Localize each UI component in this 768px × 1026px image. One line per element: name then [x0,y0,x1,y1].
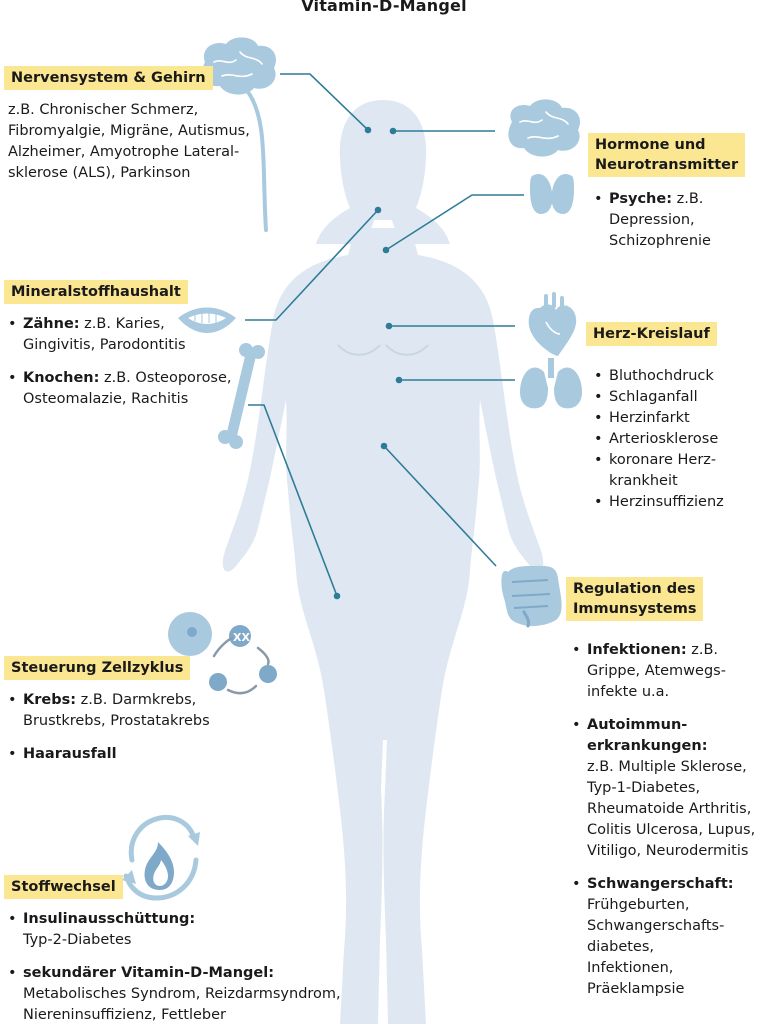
text-line: Schwangerschafts- [587,918,725,934]
immune-text: Infektionen: z.B. Grippe, Atemwegs- infe… [572,640,755,1000]
list-item: Knochen: z.B. Osteoporose, [8,368,232,389]
label-line: Immunsystems [573,601,697,617]
intestine-icon [501,565,562,628]
list-item: Herzinsuffizienz [594,492,724,513]
list-item: Haarausfall [8,744,210,765]
text-line: Grippe, Atemwegs- [587,663,726,679]
text-line: Metabolisches Syndrom, Reizdarmsyndrom, [23,986,341,1002]
label-metabolism: Stoffwechsel [4,875,123,899]
text-line: Gingivitis, Parodontitis [23,337,186,353]
list-item: koronare Herz- [594,450,724,471]
text-line: krankheit [609,473,678,489]
svg-text:XX: XX [233,631,250,644]
list-item: Arteriosklerose [594,429,724,450]
lungs-icon [520,358,582,409]
cell-cycle-icon: XX [168,612,277,695]
text-line: Rheumatoide Arthritis, [587,801,752,817]
label-nervous-system: Nervensystem & Gehirn [4,66,213,90]
text-line: erkrankungen: [587,738,708,754]
label-cell-cycle: Steuerung Zellzyklus [4,656,191,680]
text-line: z.B. Multiple Sklerose, [587,759,747,775]
text-line: z.B. Chronischer Schmerz, [8,102,199,118]
list-item: Zähne: z.B. Karies, [8,314,232,335]
list-item: Schlaganfall [594,387,724,408]
text-line: Präeklampsie [587,981,685,997]
label-line: Hormone und [595,137,706,153]
label-hormones: Hormone und Neurotransmitter [588,133,746,177]
list-item: Bluthochdruck [594,366,724,387]
list-item: Krebs: z.B. Darmkrebs, [8,690,210,711]
cell-cycle-text: Krebs: z.B. Darmkrebs, Brustkrebs, Prost… [8,690,210,765]
list-item: Infektionen: z.B. [572,640,755,661]
list-item: Insulinausschüttung: [8,909,341,930]
list-item: Psyche: z.B. [594,189,711,210]
text-line: sklerose (ALS), Parkinson [8,165,191,181]
cardiovascular-text: Bluthochdruck Schlaganfall Herzinfarkt A… [594,366,724,513]
text-line: Brustkrebs, Prostatakrebs [23,713,210,729]
bone-icon [218,343,265,449]
text-line: Frühgeburten, [587,897,690,913]
text-line: Typ-2-Diabetes [23,932,132,948]
chest-contour [337,344,429,356]
page-title: Vitamin-D-Mangel [301,0,467,15]
label-line: Regulation des [573,581,696,597]
text-line: Schizophrenie [609,233,711,249]
text-line: Vitiligo, Neurodermitis [587,843,749,859]
label-cardiovascular: Herz-Kreislauf [586,322,717,346]
brain-icon [508,99,581,157]
text-line: Depression, [609,212,695,228]
body-silhouette [222,100,544,1024]
connector-lines [245,73,524,600]
metabolism-cycle-icon [122,814,200,901]
label-immune-regulation: Regulation des Immunsystems [566,577,704,621]
text-line: Osteomalazie, Rachitis [23,391,189,407]
text-line: Alzheimer, Amyotrophe Lateral- [8,144,240,160]
list-item: Herzinfarkt [594,408,724,429]
thyroid-icon [530,173,574,214]
heart-icon [528,292,577,356]
text-line: Colitis Ulcerosa, Lupus, [587,822,756,838]
label-line: Neurotransmitter [595,157,739,173]
text-line: Typ-1-Diabetes, [587,780,701,796]
brain-spine-icon [202,37,277,232]
list-item: sekundärer Vitamin-D-Mangel: [8,963,341,984]
metabolism-text: Insulinausschüttung: Typ-2-Diabetes seku… [8,909,341,1026]
mineral-balance-text: Zähne: z.B. Karies, Gingivitis, Parodont… [8,314,232,410]
nervous-system-text: z.B. Chronischer Schmerz, Fibromyalgie, … [8,100,250,184]
text-line: infekte u.a. [587,684,670,700]
list-item: Autoimmun- [572,715,755,736]
list-item: Schwangerschaft: [572,874,755,895]
text-line: Niereninsuffizienz, Fettleber [23,1007,226,1023]
text-line: Fibromyalgie, Migräne, Autismus, [8,123,250,139]
text-line: Infektionen, [587,960,674,976]
text-line: diabetes, [587,939,655,955]
hormones-text: Psyche: z.B. Depression, Schizophrenie [594,189,711,252]
label-mineral-balance: Mineralstoffhaushalt [4,280,188,304]
